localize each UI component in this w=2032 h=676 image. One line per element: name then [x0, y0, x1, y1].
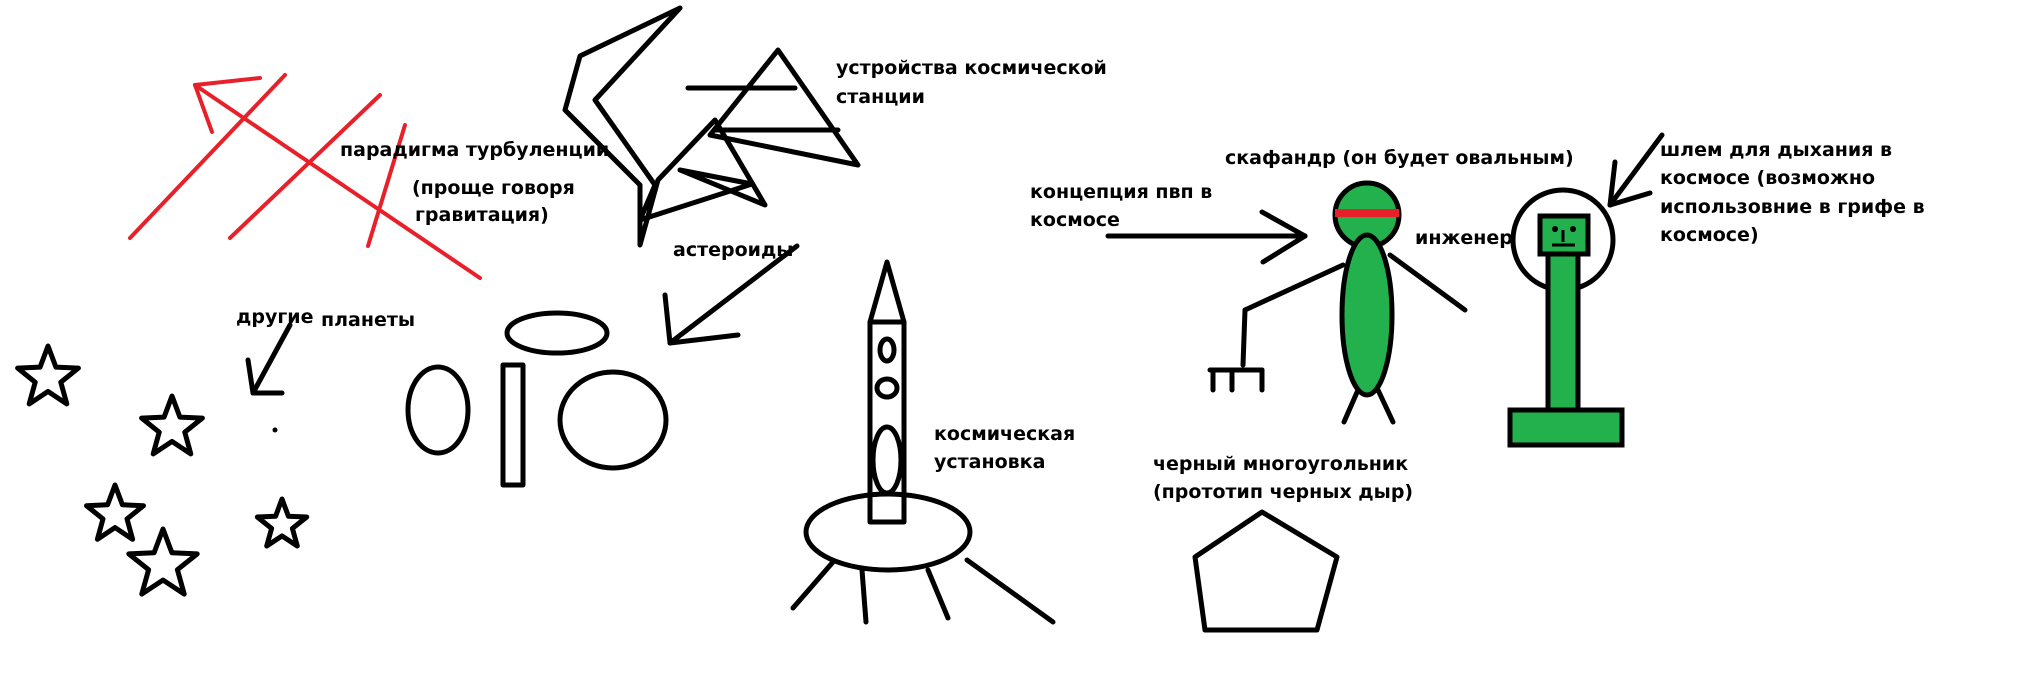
station-zigzag-shape	[562, 5, 768, 248]
label-polygon-2: (прототип черных дыр)	[1153, 481, 1414, 503]
star-icon	[84, 482, 146, 542]
label-engineer: инженер	[1415, 227, 1513, 249]
label-installation-2: установка	[934, 451, 1046, 473]
star-icon	[126, 526, 200, 597]
star-icons	[15, 343, 310, 597]
label-turbulence: парадигма турбуленции	[340, 139, 610, 161]
planet-circle-right	[557, 369, 669, 471]
planet-oval-left	[405, 364, 471, 456]
black-polygon-shape	[1192, 509, 1340, 633]
label-planets: планеты	[321, 309, 416, 331]
label-gravity-2: гравитация)	[415, 204, 549, 226]
label-suit: скафандр (он будет овальным)	[1225, 147, 1574, 169]
rocket-shape	[790, 259, 1056, 625]
helmet-arrow-icon	[1607, 132, 1665, 208]
label-helmet-4: космосе)	[1660, 224, 1759, 246]
station-triangle-shape	[685, 47, 861, 168]
label-other: другие	[236, 306, 314, 328]
asteroids-arrow-icon	[662, 243, 800, 346]
label-pvp-2: космосе	[1030, 209, 1120, 231]
dot-icon	[272, 427, 278, 433]
label-asteroids: астероиды	[673, 239, 794, 261]
planet-oval-top	[504, 310, 610, 356]
label-station-2: станции	[836, 86, 925, 108]
pvp-arrow-icon	[1105, 209, 1308, 265]
label-gravity-1: (проще говоря	[412, 177, 575, 199]
engineer-figure	[1207, 180, 1468, 425]
red-slash-lines	[128, 73, 407, 248]
label-pvp-1: концепция пвп в	[1030, 181, 1213, 203]
label-helmet-1: шлем для дыхания в	[1660, 139, 1893, 161]
label-station-1: устройства космической	[836, 57, 1107, 79]
helmet-figure	[1507, 187, 1625, 448]
label-helmet-3: использовние в грифе в	[1660, 196, 1925, 218]
label-installation-1: космическая	[934, 423, 1076, 445]
label-helmet-2: космосе (возможно	[1660, 167, 1876, 189]
star-icon	[254, 496, 310, 549]
planet-bar	[500, 362, 526, 488]
star-icon	[15, 343, 81, 407]
star-icon	[139, 393, 205, 457]
other-arrow-icon	[245, 322, 293, 396]
label-polygon-1: черный многоугольник	[1153, 453, 1409, 475]
